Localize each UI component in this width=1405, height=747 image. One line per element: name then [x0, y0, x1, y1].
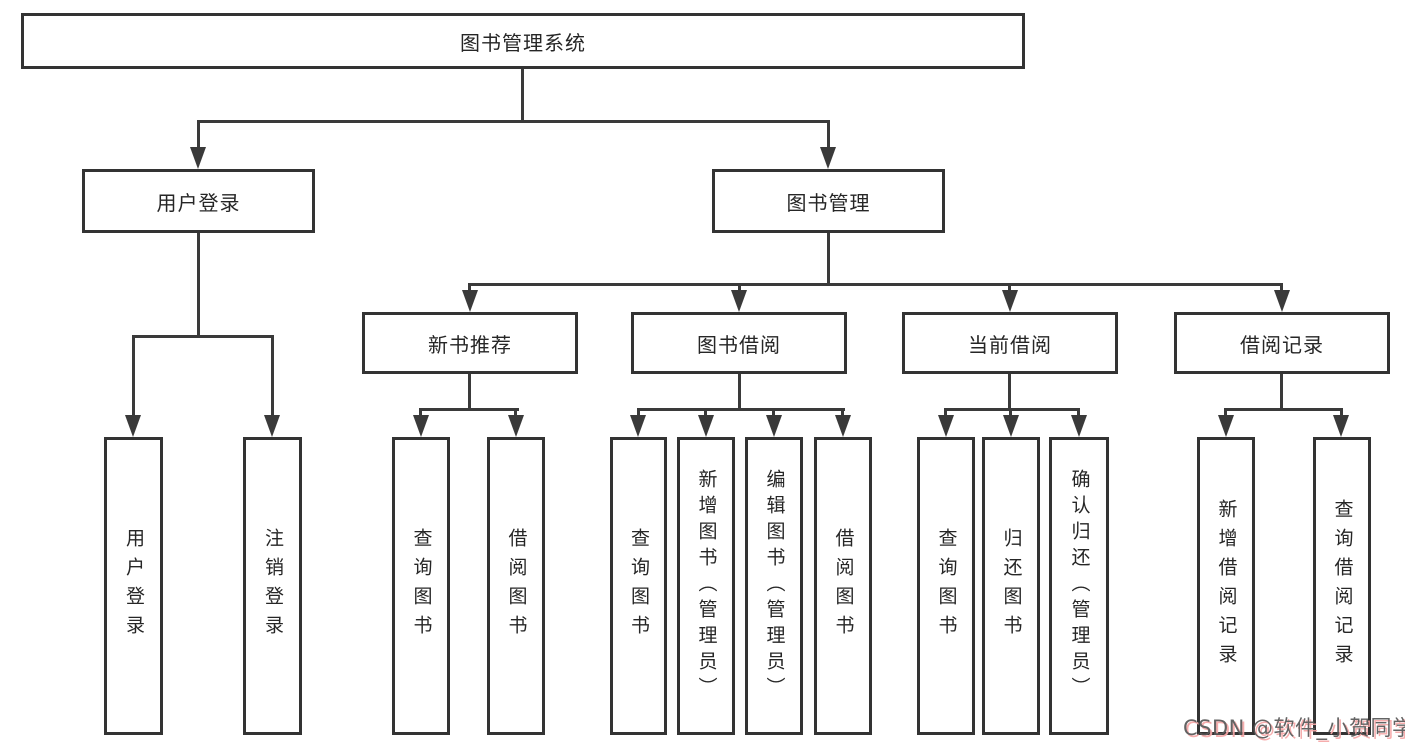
- connector-line: [197, 120, 200, 147]
- connector-line: [1077, 408, 1080, 415]
- node-root-label: 图书管理系统: [460, 30, 586, 55]
- node-user-login-label: 用户登录: [156, 190, 241, 215]
- connector-line: [1009, 408, 1012, 415]
- connector-line: [197, 120, 830, 123]
- leaf-edit-books-admin: 编辑图书（管理员）: [745, 437, 803, 735]
- arrowhead-down-icon: [1071, 415, 1087, 437]
- connector-line: [1280, 283, 1283, 290]
- arrowhead-down-icon: [766, 415, 782, 437]
- connector-line: [637, 408, 845, 411]
- connector-line: [514, 408, 517, 415]
- arrowhead-down-icon: [1003, 415, 1019, 437]
- connector-line: [637, 408, 640, 415]
- arrowhead-down-icon: [835, 415, 851, 437]
- leaf-query-books-2-label: 查询图书: [628, 528, 650, 644]
- arrowhead-down-icon: [190, 147, 206, 169]
- arrowhead-down-icon: [264, 415, 280, 437]
- connector-line: [704, 408, 707, 415]
- leaf-query-borrow-record-label: 查询借阅记录: [1331, 499, 1354, 673]
- node-new-book-recommend-label: 新书推荐: [428, 332, 512, 357]
- connector-line: [841, 408, 844, 415]
- node-borrow-records-label: 借阅记录: [1240, 332, 1324, 357]
- connector-line: [419, 408, 519, 411]
- arrowhead-down-icon: [630, 415, 646, 437]
- connector-line: [132, 335, 274, 338]
- leaf-user-login: 用户登录: [104, 437, 163, 735]
- arrowhead-down-icon: [462, 290, 478, 312]
- node-book-borrow: 图书借阅: [631, 312, 847, 374]
- connector-line: [738, 283, 741, 290]
- leaf-confirm-return-admin-label: 确认归还（管理员）: [1068, 469, 1091, 703]
- leaf-add-borrow-record: 新增借阅记录: [1197, 437, 1255, 735]
- leaf-borrow-books-2-label: 借阅图书: [832, 528, 855, 644]
- leaf-query-books-2: 查询图书: [610, 437, 667, 735]
- arrowhead-down-icon: [508, 415, 524, 437]
- arrowhead-down-icon: [731, 290, 747, 312]
- node-new-book-recommend: 新书推荐: [362, 312, 578, 374]
- arrowhead-down-icon: [1333, 415, 1349, 437]
- connector-line: [468, 283, 471, 290]
- connector-line: [468, 374, 471, 408]
- leaf-borrow-books-1: 借阅图书: [487, 437, 545, 735]
- connector-line: [1280, 374, 1283, 408]
- leaf-borrow-books-1-label: 借阅图书: [505, 528, 528, 644]
- node-book-management: 图书管理: [712, 169, 945, 233]
- node-borrow-records: 借阅记录: [1174, 312, 1390, 374]
- connector-line: [944, 408, 1080, 411]
- connector-line: [1224, 408, 1227, 415]
- arrowhead-down-icon: [1002, 290, 1018, 312]
- node-current-borrow-label: 当前借阅: [968, 332, 1052, 357]
- arrowhead-down-icon: [938, 415, 954, 437]
- leaf-logout-label: 注销登录: [262, 528, 284, 644]
- arrowhead-down-icon: [125, 415, 141, 437]
- leaf-query-books-1: 查询图书: [392, 437, 450, 735]
- node-book-management-label: 图书管理: [786, 190, 871, 215]
- leaf-add-books-admin-label: 新增图书（管理员）: [695, 469, 718, 703]
- leaf-logout: 注销登录: [243, 437, 302, 735]
- connector-line: [468, 283, 1283, 286]
- connector-line: [1008, 283, 1011, 290]
- leaf-confirm-return-admin: 确认归还（管理员）: [1049, 437, 1109, 735]
- leaf-return-books: 归还图书: [982, 437, 1040, 735]
- leaf-add-books-admin: 新增图书（管理员）: [677, 437, 735, 735]
- connector-line: [1008, 374, 1011, 408]
- connector-line: [1224, 408, 1343, 411]
- node-book-borrow-label: 图书借阅: [697, 332, 781, 357]
- leaf-borrow-books-2: 借阅图书: [814, 437, 872, 735]
- connector-line: [271, 335, 274, 415]
- leaf-query-books-3-label: 查询图书: [935, 528, 958, 644]
- connector-line: [521, 69, 524, 120]
- connector-line: [827, 233, 830, 283]
- arrowhead-down-icon: [698, 415, 714, 437]
- connector-line: [1340, 408, 1343, 415]
- arrowhead-down-icon: [413, 415, 429, 437]
- leaf-edit-books-admin-label: 编辑图书（管理员）: [763, 469, 786, 703]
- leaf-return-books-label: 归还图书: [1000, 528, 1023, 644]
- arrowhead-down-icon: [820, 147, 836, 169]
- leaf-query-books-1-label: 查询图书: [410, 528, 433, 644]
- connector-line: [419, 408, 422, 415]
- connector-line: [197, 233, 200, 335]
- leaf-user-login-label: 用户登录: [123, 528, 145, 644]
- connector-line: [772, 408, 775, 415]
- connector-line: [738, 374, 741, 408]
- node-current-borrow: 当前借阅: [902, 312, 1118, 374]
- leaf-query-borrow-record: 查询借阅记录: [1313, 437, 1371, 735]
- leaf-add-borrow-record-label: 新增借阅记录: [1215, 499, 1238, 673]
- arrowhead-down-icon: [1274, 290, 1290, 312]
- node-root: 图书管理系统: [21, 13, 1025, 69]
- connector-line: [944, 408, 947, 415]
- connector-line: [132, 335, 135, 415]
- connector-line: [827, 120, 830, 147]
- leaf-query-books-3: 查询图书: [917, 437, 975, 735]
- node-user-login: 用户登录: [82, 169, 315, 233]
- arrowhead-down-icon: [1218, 415, 1234, 437]
- csdn-watermark: CSDN @软件_小贺同学: [1183, 716, 1405, 740]
